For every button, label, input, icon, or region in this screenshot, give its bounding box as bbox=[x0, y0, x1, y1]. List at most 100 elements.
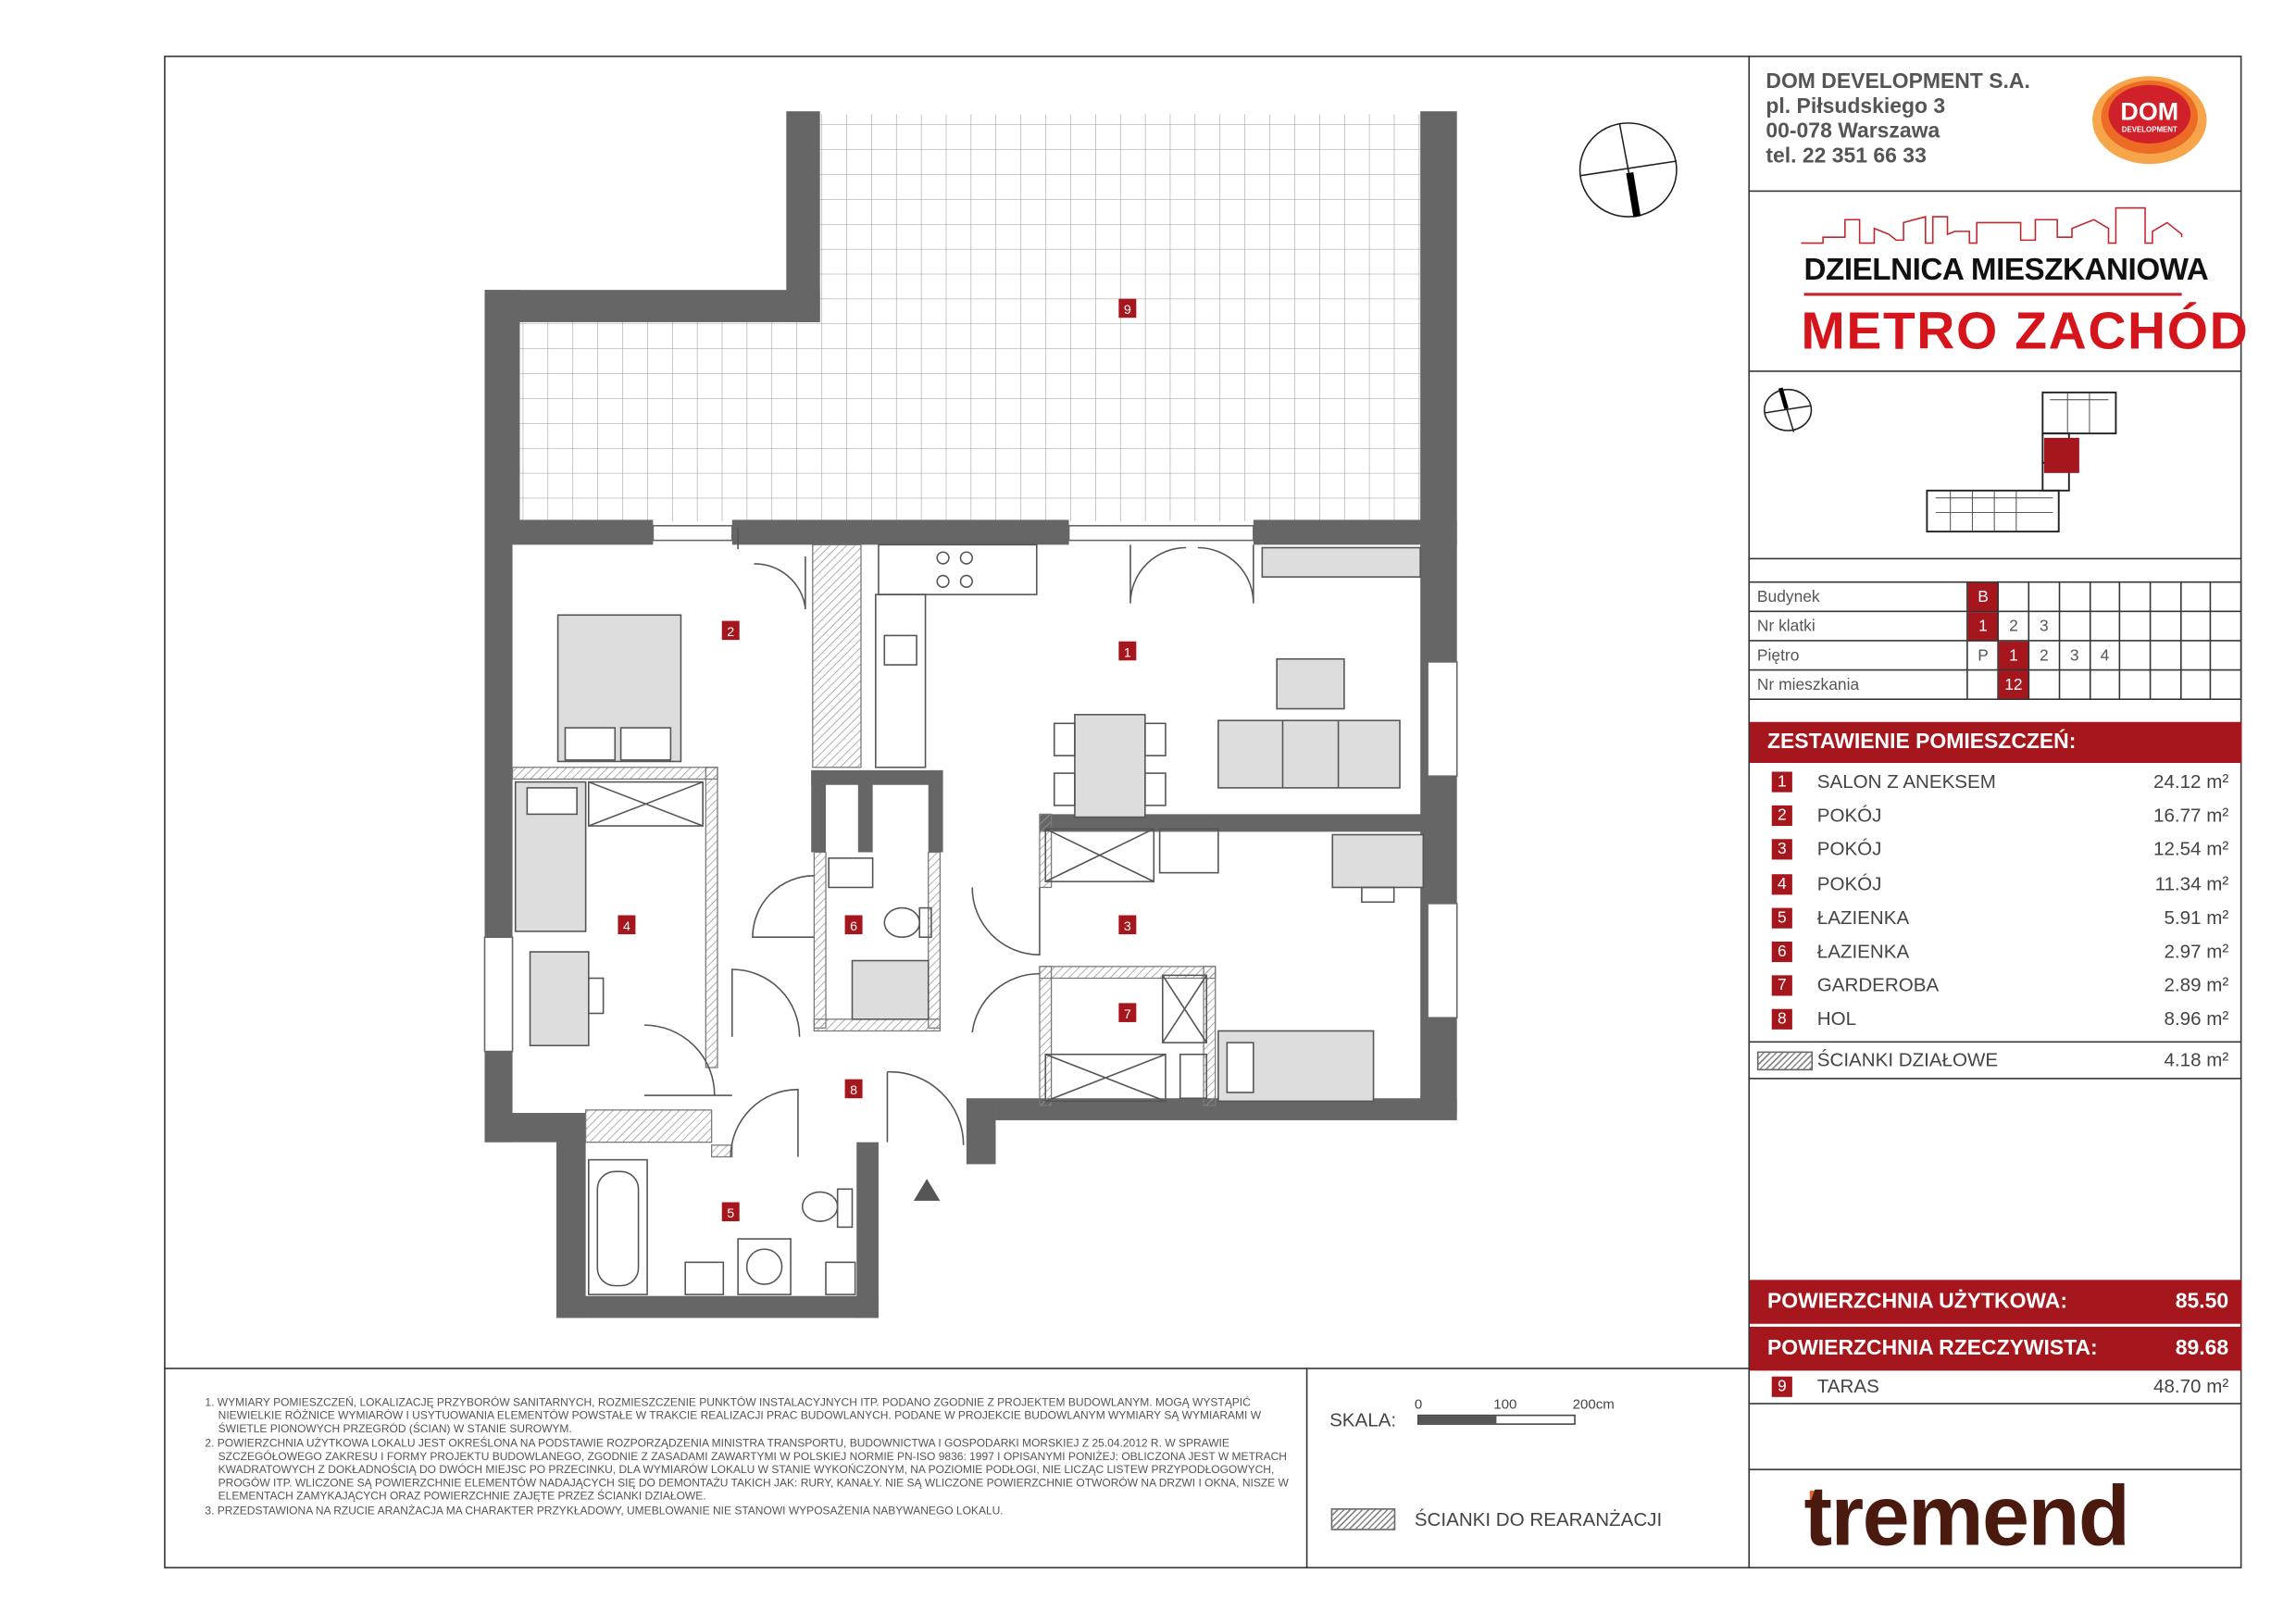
location-cell: 3 bbox=[2058, 640, 2090, 671]
scale-label: SKALA: bbox=[1329, 1408, 1397, 1431]
room-name: ŁAZIENKA bbox=[1816, 906, 1910, 929]
room-name: POKÓJ bbox=[1816, 804, 1882, 827]
usable-area-label: POWIERZCHNIA UŻYTKOWA: bbox=[1766, 1290, 2068, 1314]
room-label: 2 bbox=[727, 625, 734, 640]
note-2: 2. POWIERZCHNIA UŻYTKOWA LOKALU JEST OKR… bbox=[205, 1435, 1289, 1504]
furniture bbox=[514, 527, 1425, 1295]
scale-tick: 100 bbox=[1493, 1396, 1517, 1414]
location-cell: B bbox=[1966, 581, 2000, 613]
location-cell bbox=[2149, 610, 2181, 642]
location-label: Budynek bbox=[1750, 581, 1969, 613]
room-number-badge: 4 bbox=[1771, 873, 1792, 894]
terrace-row: 9 TARAS 48.70 m² bbox=[1750, 1369, 2241, 1403]
location-cell bbox=[2119, 581, 2152, 613]
real-area-label: POWIERZCHNIA RZECZYWISTA: bbox=[1766, 1337, 2098, 1361]
location-cell: 4 bbox=[2089, 640, 2121, 671]
dom-development-logo: DOM DEVELOPMENT bbox=[2092, 76, 2207, 165]
room-label: 9 bbox=[1124, 303, 1131, 318]
location-cell: 2 bbox=[2028, 640, 2061, 671]
room-label-badge bbox=[844, 915, 863, 935]
terrace-area: 48.70 m² bbox=[2153, 1375, 2229, 1397]
divider bbox=[1748, 370, 2242, 372]
brand-rule bbox=[1803, 293, 2182, 296]
divider bbox=[1748, 557, 2242, 560]
room-area: 16.77 m² bbox=[2153, 804, 2229, 827]
location-label: Nr mieszkania bbox=[1750, 668, 1969, 701]
rooms-header: ZESTAWIENIE POMIESZCZEŃ: bbox=[1750, 721, 2242, 764]
partition-name: ŚCIANKI DZIAŁOWE bbox=[1816, 1048, 1999, 1071]
rearrange-hatch-swatch bbox=[1330, 1508, 1396, 1530]
company-address: DOM DEVELOPMENT S.A. pl. Piłsudskiego 3 … bbox=[1766, 70, 2029, 170]
sheet-frame bbox=[164, 56, 2242, 1568]
room-area: 2.97 m² bbox=[2164, 940, 2229, 963]
location-cell bbox=[2119, 610, 2152, 642]
windows bbox=[483, 525, 1458, 1053]
room-label: 7 bbox=[1124, 1007, 1131, 1022]
room-area: 2.89 m² bbox=[2164, 974, 2229, 996]
location-cell bbox=[2058, 581, 2090, 613]
divider bbox=[1748, 56, 1751, 1568]
entrance-arrow-icon bbox=[913, 1179, 941, 1201]
partition-row: ŚCIANKI DZIAŁOWE 4.18 m² bbox=[1750, 1041, 2242, 1079]
room-number-badge: 9 bbox=[1771, 1376, 1792, 1397]
location-cell bbox=[2089, 668, 2121, 701]
location-cell bbox=[2179, 640, 2212, 671]
location-cell bbox=[1997, 581, 2030, 613]
location-cell bbox=[2210, 640, 2242, 671]
location-cell bbox=[2179, 668, 2212, 701]
location-cell bbox=[2058, 610, 2090, 642]
divider bbox=[1748, 190, 2242, 193]
room-label-badge bbox=[1118, 641, 1137, 661]
location-cell bbox=[2179, 581, 2212, 613]
location-label: Nr klatki bbox=[1750, 610, 1969, 642]
location-cell bbox=[2058, 668, 2090, 701]
room-name: SALON Z ANEKSEM bbox=[1816, 769, 1996, 793]
location-cell bbox=[2119, 668, 2152, 701]
real-area-value: 89.68 bbox=[2175, 1337, 2229, 1361]
divider bbox=[1748, 1468, 2242, 1470]
room-name: HOL bbox=[1816, 1007, 1857, 1031]
room-label-badge bbox=[1118, 1003, 1137, 1022]
location-cell bbox=[2210, 668, 2242, 701]
room-number-badge: 1 bbox=[1771, 771, 1792, 793]
room-name: ŁAZIENKA bbox=[1816, 940, 1910, 963]
room-area: 11.34 m² bbox=[2154, 871, 2229, 894]
note-1: 1. WYMIARY POMIESZCZEŃ, LOKALIZACJĘ PRZY… bbox=[205, 1395, 1262, 1436]
company-phone: tel. 22 351 66 33 bbox=[1766, 144, 1927, 169]
location-cell: 1 bbox=[1997, 640, 2030, 671]
room-label: 8 bbox=[850, 1083, 857, 1098]
room-name: POKÓJ bbox=[1816, 838, 1882, 861]
location-cell bbox=[2028, 668, 2061, 701]
room-name: GARDEROBA bbox=[1816, 974, 1940, 996]
location-cell bbox=[2149, 581, 2181, 613]
project-name-line2: METRO ZACHÓD bbox=[1801, 300, 2250, 361]
location-cell bbox=[2089, 610, 2121, 642]
room-number-badge: 5 bbox=[1771, 907, 1792, 929]
tremend-logo-dot bbox=[1809, 1491, 1822, 1503]
location-cell: P bbox=[1966, 640, 2000, 671]
room-label: 6 bbox=[850, 919, 857, 934]
scale-tick: 0 bbox=[1414, 1396, 1423, 1414]
project-name-line1: DZIELNICA MIESZKANIOWA bbox=[1803, 253, 2209, 287]
room-label-badge bbox=[721, 620, 740, 641]
room-number-badge: 8 bbox=[1771, 1009, 1792, 1031]
skyline-icon bbox=[1801, 206, 2183, 244]
room-area: 24.12 m² bbox=[2153, 769, 2229, 793]
room-label: 5 bbox=[727, 1206, 734, 1221]
company-street: pl. Piłsudskiego 3 bbox=[1766, 94, 1946, 119]
logo-text: DOM bbox=[2120, 98, 2178, 126]
divider bbox=[1748, 1078, 2242, 1080]
location-cell: 1 bbox=[1966, 610, 2000, 642]
location-cell bbox=[2119, 640, 2152, 671]
room-row: 1 SALON Z ANEKSEM 24.12 m² bbox=[1750, 765, 2241, 798]
